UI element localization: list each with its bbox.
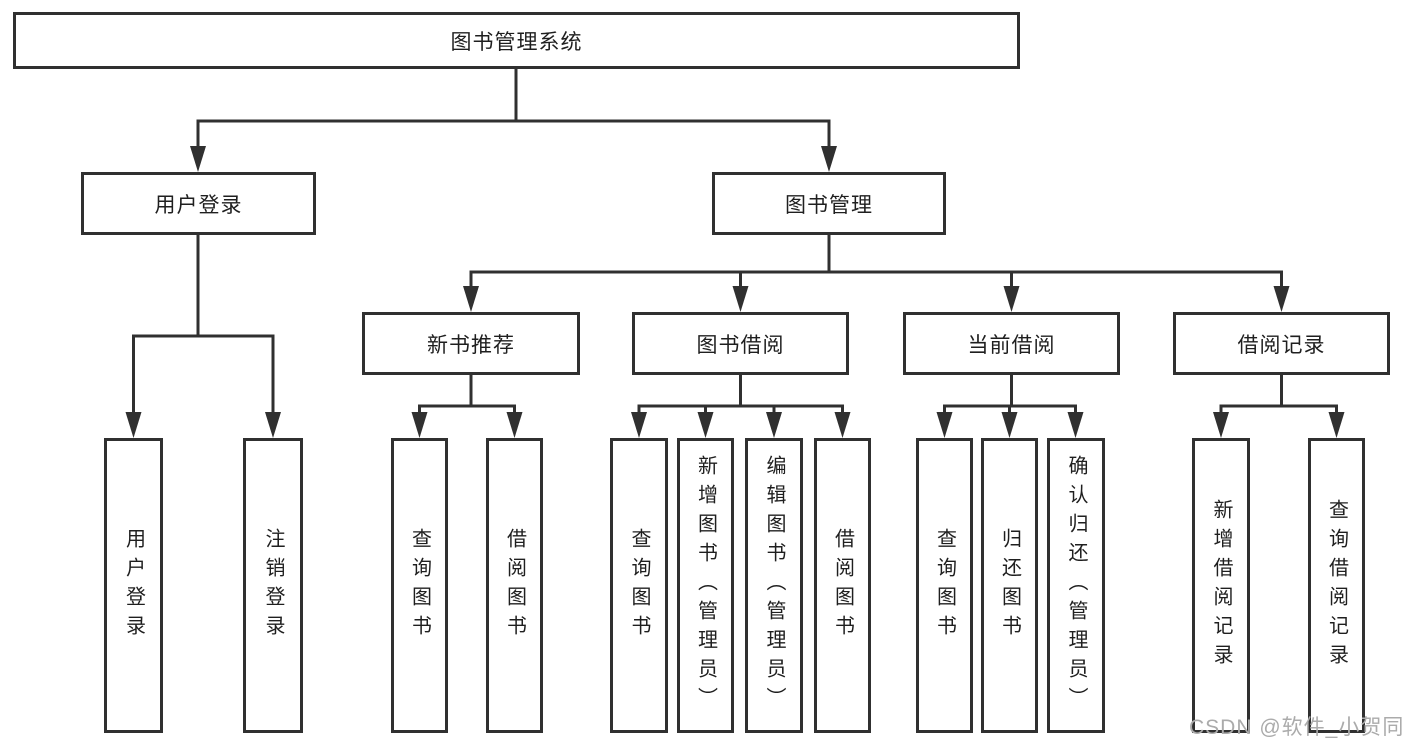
leaf-records-query-record: 查询借阅记录: [1308, 438, 1365, 733]
leaf-records-add-record-label: 新增借阅记录: [1210, 498, 1232, 673]
leaf-borrow-borrow-book: 借阅图书: [814, 438, 871, 733]
csdn-watermark: CSDN @软件_小贺同学: [1189, 716, 1405, 739]
leaf-current-query-book-label: 查询图书: [933, 527, 956, 644]
node-user-login: 用户登录: [81, 172, 316, 235]
leaf-borrow-edit-book-admin: 编辑图书（管理员）: [745, 438, 803, 733]
leaf-borrow-add-book-admin: 新增图书（管理员）: [677, 438, 734, 733]
leaf-borrow-query-book: 查询图书: [610, 438, 668, 733]
leaf-borrow-borrow-book-label: 借阅图书: [831, 527, 854, 644]
leaf-current-query-book: 查询图书: [916, 438, 973, 733]
node-new-book-recommend: 新书推荐: [362, 312, 580, 375]
leaf-user-login: 用户登录: [104, 438, 163, 733]
arrowheads: [125, 146, 1345, 438]
leaf-borrow-query-book-label: 查询图书: [628, 527, 650, 644]
leaf-records-add-record: 新增借阅记录: [1192, 438, 1250, 733]
leaf-records-query-record-label: 查询借阅记录: [1325, 498, 1348, 673]
node-borrow-records-label: 借阅记录: [1237, 333, 1326, 357]
leaf-newbook-borrow-book-label: 借阅图书: [503, 527, 526, 644]
node-borrow-records: 借阅记录: [1173, 312, 1390, 375]
leaf-borrow-add-book-admin-label: 新增图书（管理员）: [694, 455, 717, 716]
leaf-current-return-book: 归还图书: [981, 438, 1038, 733]
leaf-current-confirm-return-admin: 确认归还（管理员）: [1047, 438, 1105, 733]
leaf-newbook-query-book-label: 查询图书: [408, 527, 431, 644]
leaf-newbook-query-book: 查询图书: [391, 438, 448, 733]
node-book-borrow-label: 图书借阅: [696, 333, 785, 357]
node-root-label: 图书管理系统: [450, 30, 583, 54]
leaf-newbook-borrow-book: 借阅图书: [486, 438, 543, 733]
leaf-logout-login-label: 注销登录: [262, 527, 284, 644]
node-book-management-label: 图书管理: [785, 193, 873, 217]
node-book-borrow: 图书借阅: [632, 312, 849, 375]
node-book-management: 图书管理: [712, 172, 946, 235]
leaf-user-login-label: 用户登录: [122, 527, 145, 644]
node-user-login-label: 用户登录: [154, 193, 243, 217]
leaf-logout-login: 注销登录: [243, 438, 303, 733]
leaf-borrow-edit-book-admin-label: 编辑图书（管理员）: [763, 455, 785, 716]
leaf-current-confirm-return-admin-label: 确认归还（管理员）: [1065, 455, 1087, 716]
node-current-borrow-label: 当前借阅: [967, 333, 1056, 357]
node-current-borrow: 当前借阅: [903, 312, 1120, 375]
node-root: 图书管理系统: [13, 12, 1020, 69]
node-new-book-recommend-label: 新书推荐: [427, 333, 515, 357]
leaf-current-return-book-label: 归还图书: [998, 527, 1021, 644]
